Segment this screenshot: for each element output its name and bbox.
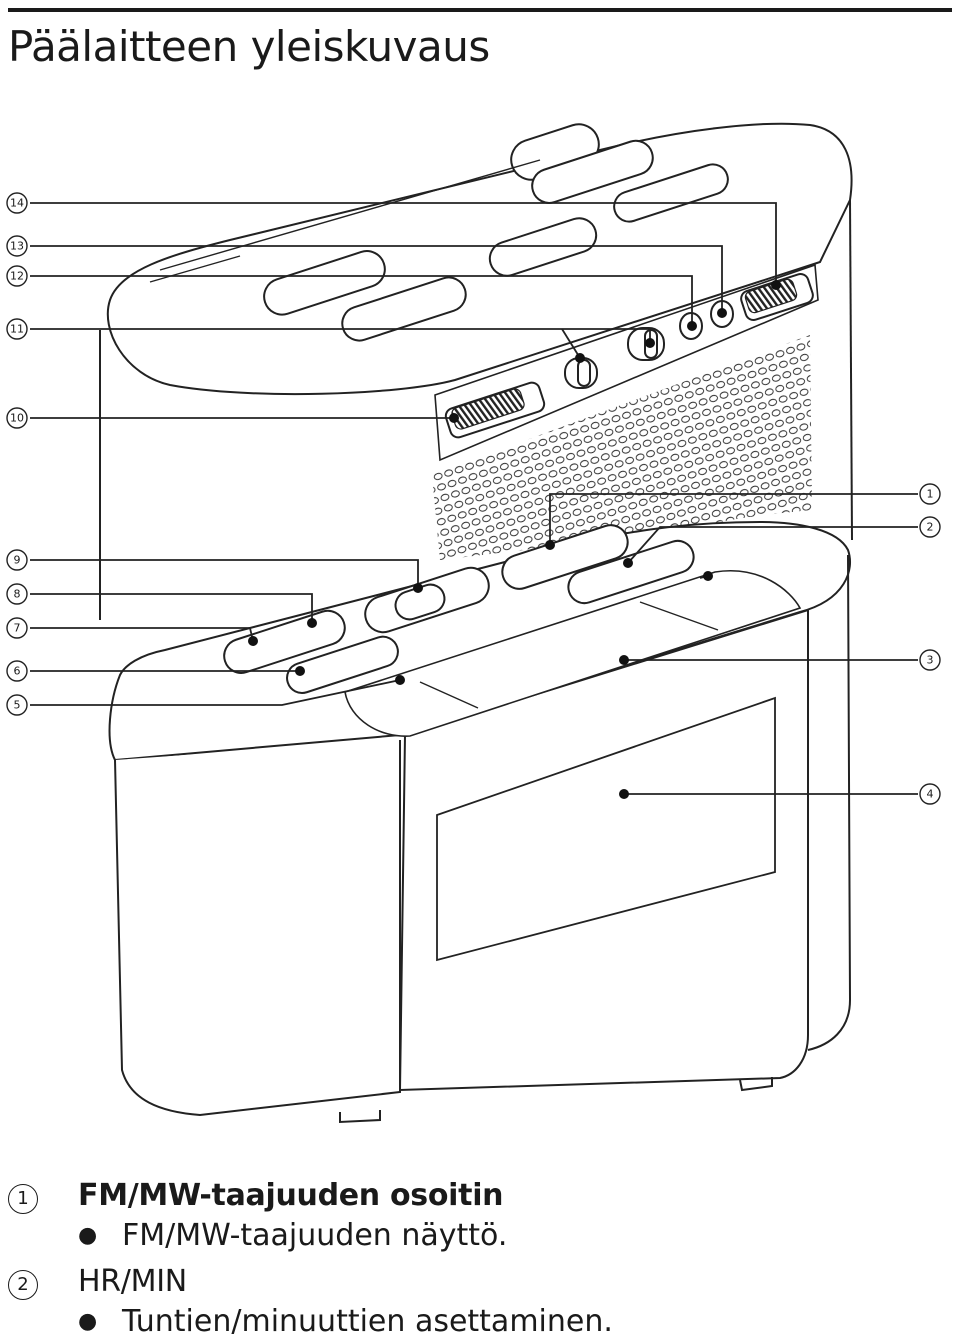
svg-text:13: 13: [10, 240, 24, 253]
svg-text:10: 10: [10, 412, 24, 425]
svg-text:12: 12: [10, 270, 24, 283]
svg-text:4: 4: [927, 788, 934, 801]
bullet-icon: ●: [78, 1223, 98, 1248]
legend-number: 2: [8, 1270, 38, 1300]
callout-14: 14: [6, 192, 28, 214]
callout-1: 1: [919, 483, 941, 505]
callout-5: 5: [6, 694, 28, 716]
callout-12: 12: [6, 265, 28, 287]
callout-7: 7: [6, 617, 28, 639]
svg-text:9: 9: [14, 554, 21, 567]
legend-bullet: ● Tuntien/minuuttien asettaminen.: [78, 1304, 613, 1339]
svg-text:7: 7: [14, 622, 21, 635]
callout-9: 9: [6, 549, 28, 571]
svg-text:5: 5: [14, 699, 21, 712]
page-title: Päälaitteen yleiskuvaus: [8, 22, 490, 71]
legend-number: 1: [8, 1184, 38, 1214]
callout-10: 10: [6, 407, 28, 429]
clock-unit: [108, 520, 852, 1124]
top-rule: [8, 8, 952, 12]
legend-title: FM/MW-taajuuden osoitin: [78, 1178, 504, 1213]
svg-text:2: 2: [927, 521, 934, 534]
svg-text:3: 3: [927, 654, 934, 667]
device-diagram: 14 13 12 11 10 9 8 7 6 5 1 2 3 4: [6, 122, 941, 1124]
svg-text:1: 1: [927, 488, 934, 501]
svg-text:8: 8: [14, 588, 21, 601]
legend-title: HR/MIN: [78, 1264, 187, 1299]
legend-item-1: 1 FM/MW-taajuuden osoitin ● FM/MW-taajuud…: [0, 1172, 960, 1258]
callout-3: 3: [919, 649, 941, 671]
svg-text:14: 14: [10, 197, 24, 210]
legend: 1 FM/MW-taajuuden osoitin ● FM/MW-taajuud…: [0, 1172, 960, 1344]
callout-2: 2: [919, 516, 941, 538]
callout-11: 11: [6, 318, 28, 340]
svg-text:11: 11: [10, 323, 24, 336]
callout-13: 13: [6, 235, 28, 257]
callout-dots: [248, 280, 781, 799]
callout-4: 4: [919, 783, 941, 805]
legend-item-2: 2 HR/MIN ● Tuntien/minuuttien asettaminen…: [0, 1258, 960, 1344]
legend-bullet: ● FM/MW-taajuuden näyttö.: [78, 1218, 507, 1253]
callout-8: 8: [6, 583, 28, 605]
callout-6: 6: [6, 660, 28, 682]
bullet-icon: ●: [78, 1309, 98, 1334]
legend-bullet-text: FM/MW-taajuuden näyttö.: [122, 1218, 508, 1253]
svg-text:6: 6: [14, 665, 21, 678]
legend-bullet-text: Tuntien/minuuttien asettaminen.: [122, 1304, 613, 1339]
